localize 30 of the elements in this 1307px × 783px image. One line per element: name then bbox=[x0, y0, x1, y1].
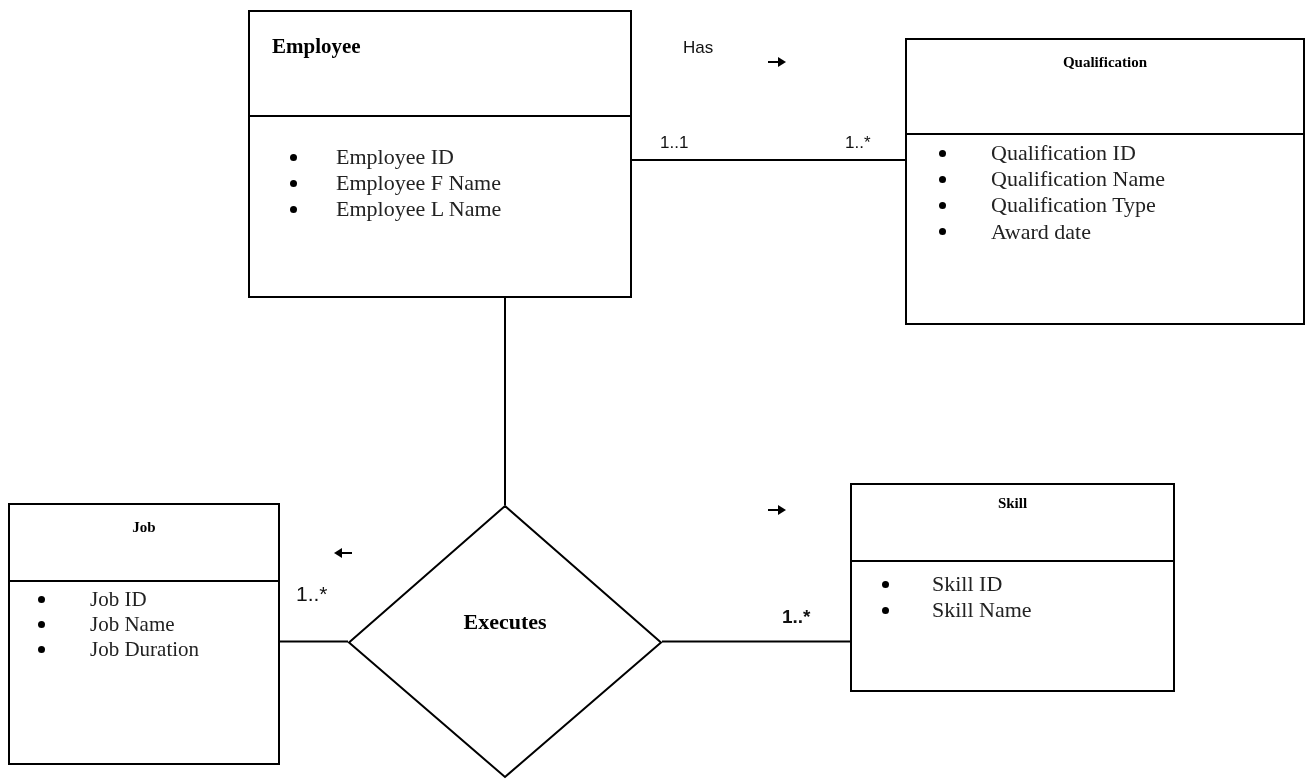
entity-name: Job bbox=[132, 519, 156, 536]
attribute-text: Skill Name bbox=[932, 598, 1032, 623]
entity-box bbox=[905, 38, 1305, 325]
entity-box bbox=[248, 10, 632, 298]
connector-line bbox=[504, 297, 506, 506]
entity-box bbox=[8, 503, 280, 765]
multiplicity-label: 1..* bbox=[782, 606, 811, 628]
attribute-text: Employee L Name bbox=[336, 197, 502, 222]
attribute-text: Job Name bbox=[90, 613, 175, 637]
attribute-text: Qualification Type bbox=[991, 193, 1156, 218]
attribute-text: Job Duration bbox=[90, 638, 200, 662]
connector-line bbox=[279, 640, 349, 643]
attribute-text: Qualification ID bbox=[991, 141, 1136, 166]
entity-name: Skill bbox=[997, 495, 1028, 512]
attribute-text: Job ID bbox=[90, 588, 147, 612]
multiplicity-label: 1..* bbox=[296, 582, 328, 606]
relationship-name: Executes bbox=[463, 608, 547, 635]
entity-name: Qualification bbox=[1062, 54, 1148, 71]
attribute-text: Award date bbox=[991, 219, 1091, 244]
entity-box bbox=[850, 483, 1175, 692]
connector-line bbox=[661, 640, 851, 643]
attribute-text: Qualification Name bbox=[991, 167, 1166, 192]
multiplicity-label: 1..1 bbox=[660, 133, 689, 153]
entity-name: Employee bbox=[272, 34, 361, 59]
relationship-label: Has bbox=[683, 38, 714, 58]
connector-line bbox=[631, 159, 906, 161]
multiplicity-label: 1..* bbox=[845, 133, 871, 153]
attribute-text: Skill ID bbox=[932, 572, 1003, 597]
attribute-text: Employee ID bbox=[336, 145, 454, 170]
attribute-text: Employee F Name bbox=[336, 171, 501, 196]
